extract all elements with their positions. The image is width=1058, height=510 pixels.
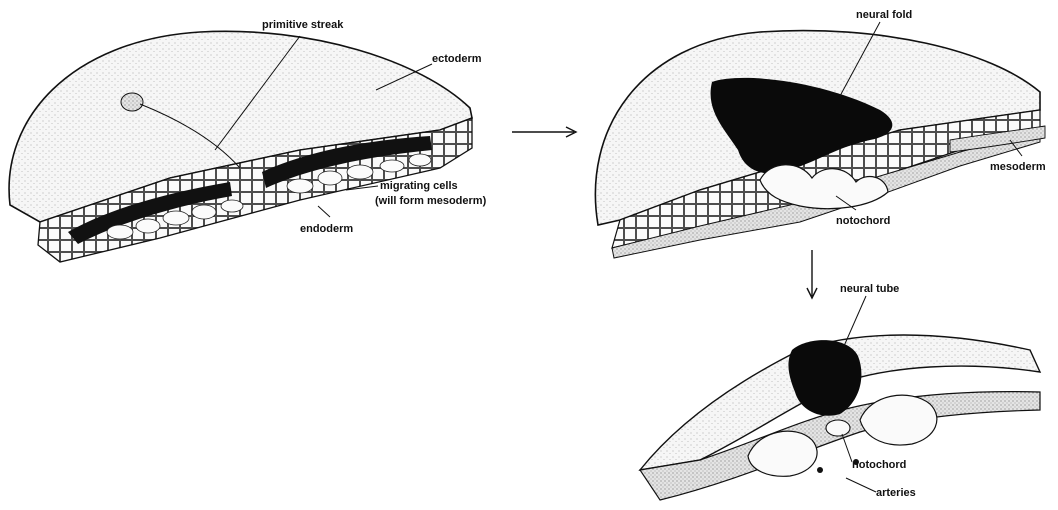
label-neural-tube: neural tube bbox=[840, 283, 899, 295]
stage-1-embryo bbox=[9, 31, 472, 262]
label-ectoderm: ectoderm bbox=[432, 53, 482, 65]
label-arteries: arteries bbox=[876, 487, 916, 499]
stage-2-embryo bbox=[595, 31, 1045, 258]
label-neural-fold: neural fold bbox=[856, 9, 912, 21]
label-mesoderm: mesoderm bbox=[990, 161, 1046, 173]
stage-3-embryo bbox=[640, 335, 1040, 500]
stage-1-primitive-node bbox=[121, 93, 143, 111]
label-notochord-stage-2: notochord bbox=[836, 215, 890, 227]
leader-arteries bbox=[846, 478, 876, 492]
arrow-down bbox=[807, 250, 817, 298]
leader-endoderm bbox=[318, 206, 330, 217]
label-endoderm: endoderm bbox=[300, 223, 353, 235]
stage-3-somite-right bbox=[860, 395, 937, 445]
label-migrating-cells-line1: migrating cells bbox=[380, 180, 458, 192]
stage-3-notochord bbox=[826, 420, 850, 436]
stage-3-artery-left bbox=[817, 467, 823, 473]
label-migrating-cells-line2: (will form mesoderm) bbox=[375, 195, 487, 207]
stage-3-somite-left bbox=[748, 431, 817, 476]
label-primitive-streak: primitive streak bbox=[262, 19, 344, 31]
label-notochord-stage-3: notochord bbox=[852, 459, 906, 471]
leader-notochord-stage-3 bbox=[842, 434, 852, 462]
arrow-right bbox=[512, 127, 576, 137]
